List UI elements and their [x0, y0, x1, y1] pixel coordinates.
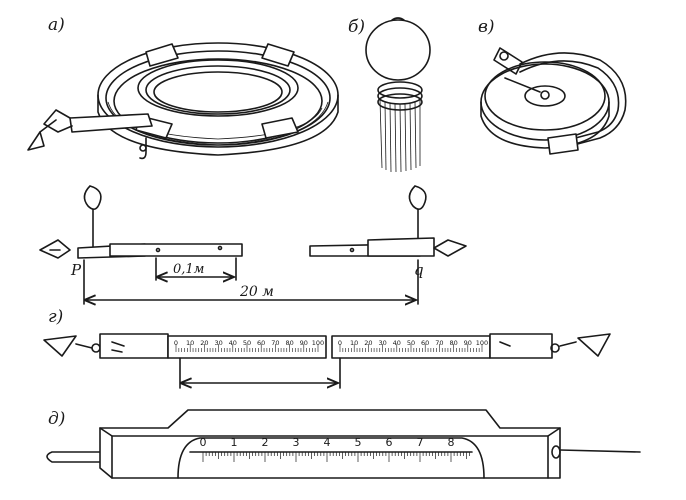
scale-number: 8: [448, 436, 455, 449]
left-tape-numbers: 0 10 20 30 40 50 60 70 80 90 100: [174, 339, 324, 347]
scale-number: 10: [350, 339, 358, 347]
panel-b-pin-set: б): [348, 17, 431, 173]
chain-point-right: q: [414, 261, 424, 279]
scale-number: 3: [293, 436, 300, 449]
scale-number: 90: [464, 339, 472, 347]
scale-number: 0: [200, 436, 207, 449]
chain-point-left: P: [70, 261, 82, 279]
scale-number: 10: [186, 339, 194, 347]
panel-label-d: д): [48, 409, 65, 429]
right-tape-numbers: 0 10 20 30 40 50 60 70 80 90 100: [338, 339, 488, 347]
scale-number: 1: [231, 436, 238, 449]
scale-number: 70: [271, 339, 279, 347]
right-tape-ticks: [339, 344, 483, 352]
panel-d-measuring-bar: д) 0 1 2 3 4 5 6 7 8: [46, 409, 641, 479]
scale-number: 100: [476, 339, 488, 347]
chain-diagram: P q 0,1м 20 м: [39, 185, 467, 304]
scale-number: 7: [417, 436, 424, 449]
bar-scale-numbers: 0 1 2 3 4 5 6 7 8: [200, 436, 455, 449]
scale-number: 2: [262, 436, 269, 449]
scale-number: 0: [338, 339, 342, 347]
scale-number: 60: [257, 339, 265, 347]
scale-number: 30: [214, 339, 222, 347]
scale-number: 4: [324, 436, 331, 449]
left-tape-ticks: [175, 344, 319, 352]
scale-number: 20: [200, 339, 208, 347]
scale-number: 40: [393, 339, 401, 347]
scale-number: 6: [386, 436, 393, 449]
panel-label-c: в): [478, 17, 495, 37]
panel-label-g: г): [48, 307, 63, 327]
scale-number: 0: [174, 339, 178, 347]
panel-c-tape-case: в): [478, 17, 627, 155]
scale-number: 90: [300, 339, 308, 347]
bar-scale-ticks: [202, 452, 470, 462]
scale-number: 50: [243, 339, 251, 347]
panel-label-b: б): [348, 17, 365, 37]
chain-total-label: 20 м: [239, 284, 274, 300]
scale-number: 60: [421, 339, 429, 347]
scale-number: 40: [229, 339, 237, 347]
scale-number: 70: [435, 339, 443, 347]
scale-number: 50: [407, 339, 415, 347]
panel-a-coiled-tape: а): [27, 15, 339, 160]
scale-number: 5: [355, 436, 362, 449]
chain-segment-label: 0,1м: [173, 262, 204, 277]
scale-number: 20: [364, 339, 372, 347]
scale-number: 80: [449, 339, 457, 347]
scale-number: 30: [378, 339, 386, 347]
panel-g-tape: г) 0 10 20 30 40 50 60 70 80 90 100 0 10 20 30 40 50 60 7…: [43, 307, 611, 389]
scale-number: 100: [312, 339, 324, 347]
scale-number: 80: [285, 339, 293, 347]
panel-label-a: а): [48, 15, 65, 35]
